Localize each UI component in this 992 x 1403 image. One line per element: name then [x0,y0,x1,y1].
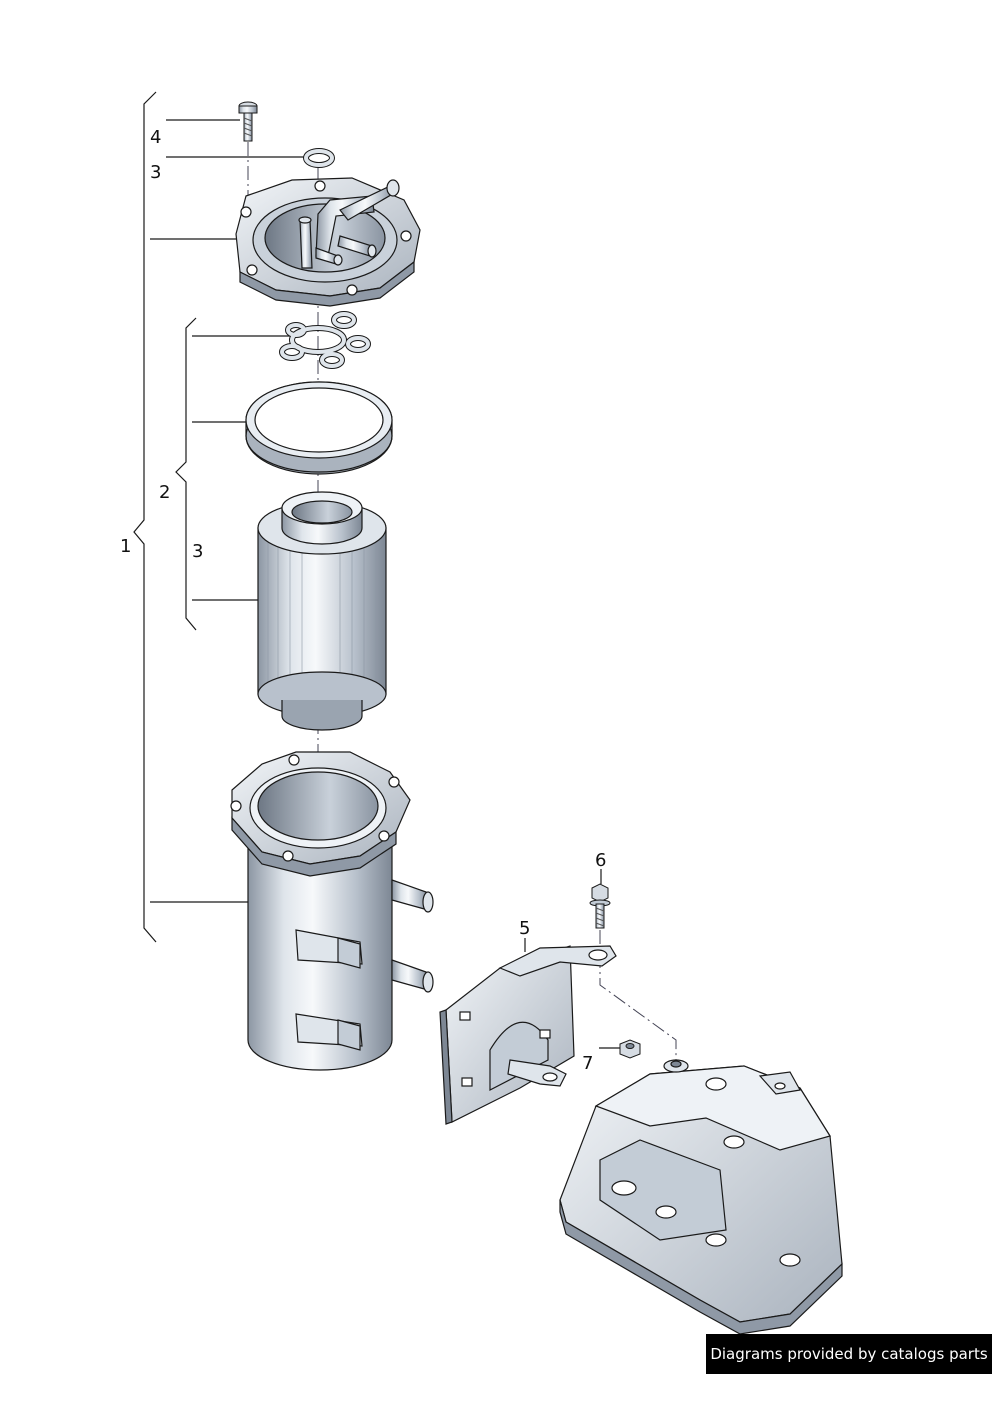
filter-housing-icon [230,751,434,1071]
callout-4: 4 [150,127,161,148]
callout-2: 2 [159,482,170,503]
bracket-lines [133,91,620,1049]
callout-7: 7 [582,1053,593,1074]
credit-banner: Diagrams provided by catalogs parts [706,1334,992,1374]
screw-icon [238,101,258,142]
filter-element-icon [257,491,387,731]
callout-1: 1 [120,536,131,557]
nut-icon [619,1039,641,1059]
o-ring-icon [303,148,335,168]
callout-3-top: 3 [150,162,161,183]
filter-head-icon [235,177,421,307]
callout-5: 5 [519,918,530,939]
bolt-icon [589,883,611,929]
bracket-icon [439,945,617,1125]
callout-labels: 1 2 3 3 4 5 6 7 [120,127,606,1074]
callout-6: 6 [595,850,606,871]
flower-seal-icon [279,311,371,369]
callout-3-mid: 3 [192,541,203,562]
seal-icon [245,381,393,475]
engine-mount-icon [559,1059,843,1335]
